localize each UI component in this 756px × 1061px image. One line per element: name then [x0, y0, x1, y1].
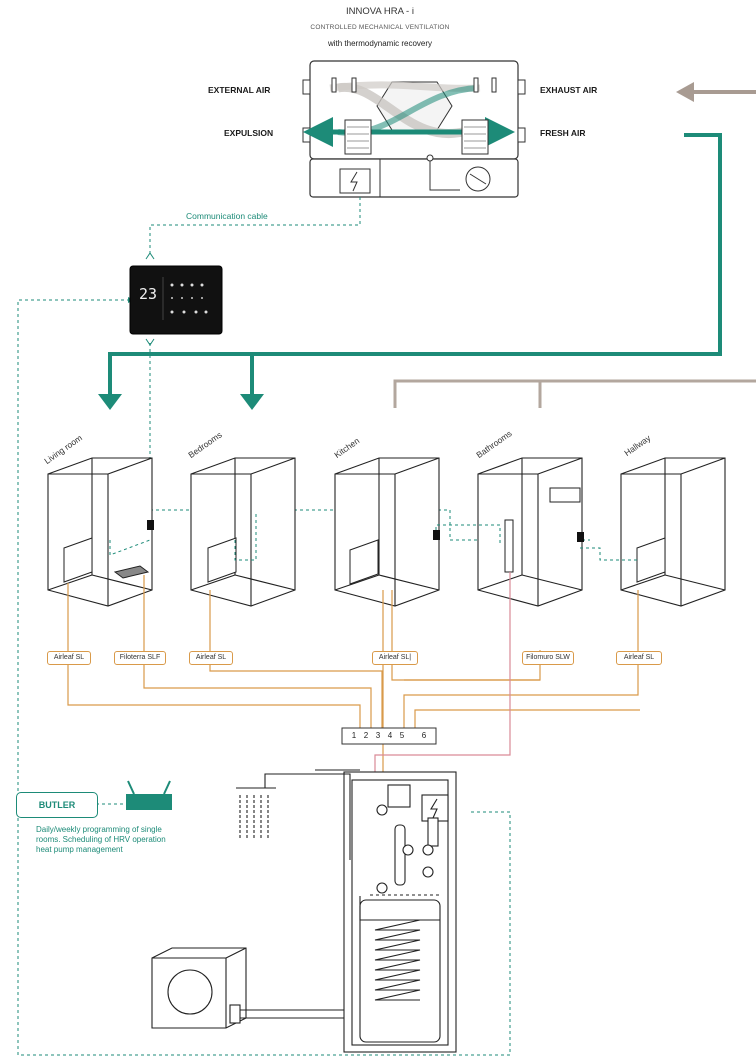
communication-cable [18, 197, 590, 1055]
terminal-tag-1: Airleaf SL [47, 651, 91, 665]
heat-pump-unit [344, 772, 456, 1052]
manifold-port-6: 6 [418, 731, 430, 740]
butler-description: Daily/weekly programming of single rooms… [36, 825, 176, 855]
butler-box: BUTLER [16, 792, 98, 818]
terminal-tag-4: Airleaf SL| [372, 651, 418, 665]
thermostat-display: 23 [139, 285, 157, 303]
exhaust-air-label: EXHAUST AIR [540, 85, 597, 95]
terminal-tag-6: Airleaf SL [616, 651, 662, 665]
room-boxes [48, 458, 725, 606]
hrv-title: INNOVA HRA - i [280, 6, 480, 17]
hrv-recovery-label: with thermodynamic recovery [270, 39, 490, 48]
shower-icon [236, 770, 360, 860]
hrv-unit [303, 61, 525, 197]
exhaust-air-duct [676, 82, 756, 102]
terminal-tag-3: Airleaf SL [189, 651, 233, 665]
router-icon [96, 781, 172, 810]
communication-cable-label: Communication cable [186, 211, 268, 221]
manifold-port-5: 5 [396, 731, 408, 740]
hydraulic-pipes [68, 575, 640, 790]
outdoor-unit [152, 948, 344, 1028]
manifold-port-2: 2 [360, 731, 372, 740]
external-air-label: EXTERNAL AIR [208, 85, 270, 95]
manifold-port-1: 1 [348, 731, 360, 740]
expulsion-label: EXPULSION [224, 128, 273, 138]
manifold-port-3: 3 [372, 731, 384, 740]
extraction-duct [395, 381, 756, 408]
terminal-tag-2: Filoterra SLF [114, 651, 166, 665]
manifold-port-4: 4 [384, 731, 396, 740]
fresh-air-label: FRESH AIR [540, 128, 586, 138]
terminal-tag-5: Filomuro SLW [522, 651, 574, 665]
hrv-subtitle: CONTROLLED MECHANICAL VENTILATION [260, 24, 500, 31]
